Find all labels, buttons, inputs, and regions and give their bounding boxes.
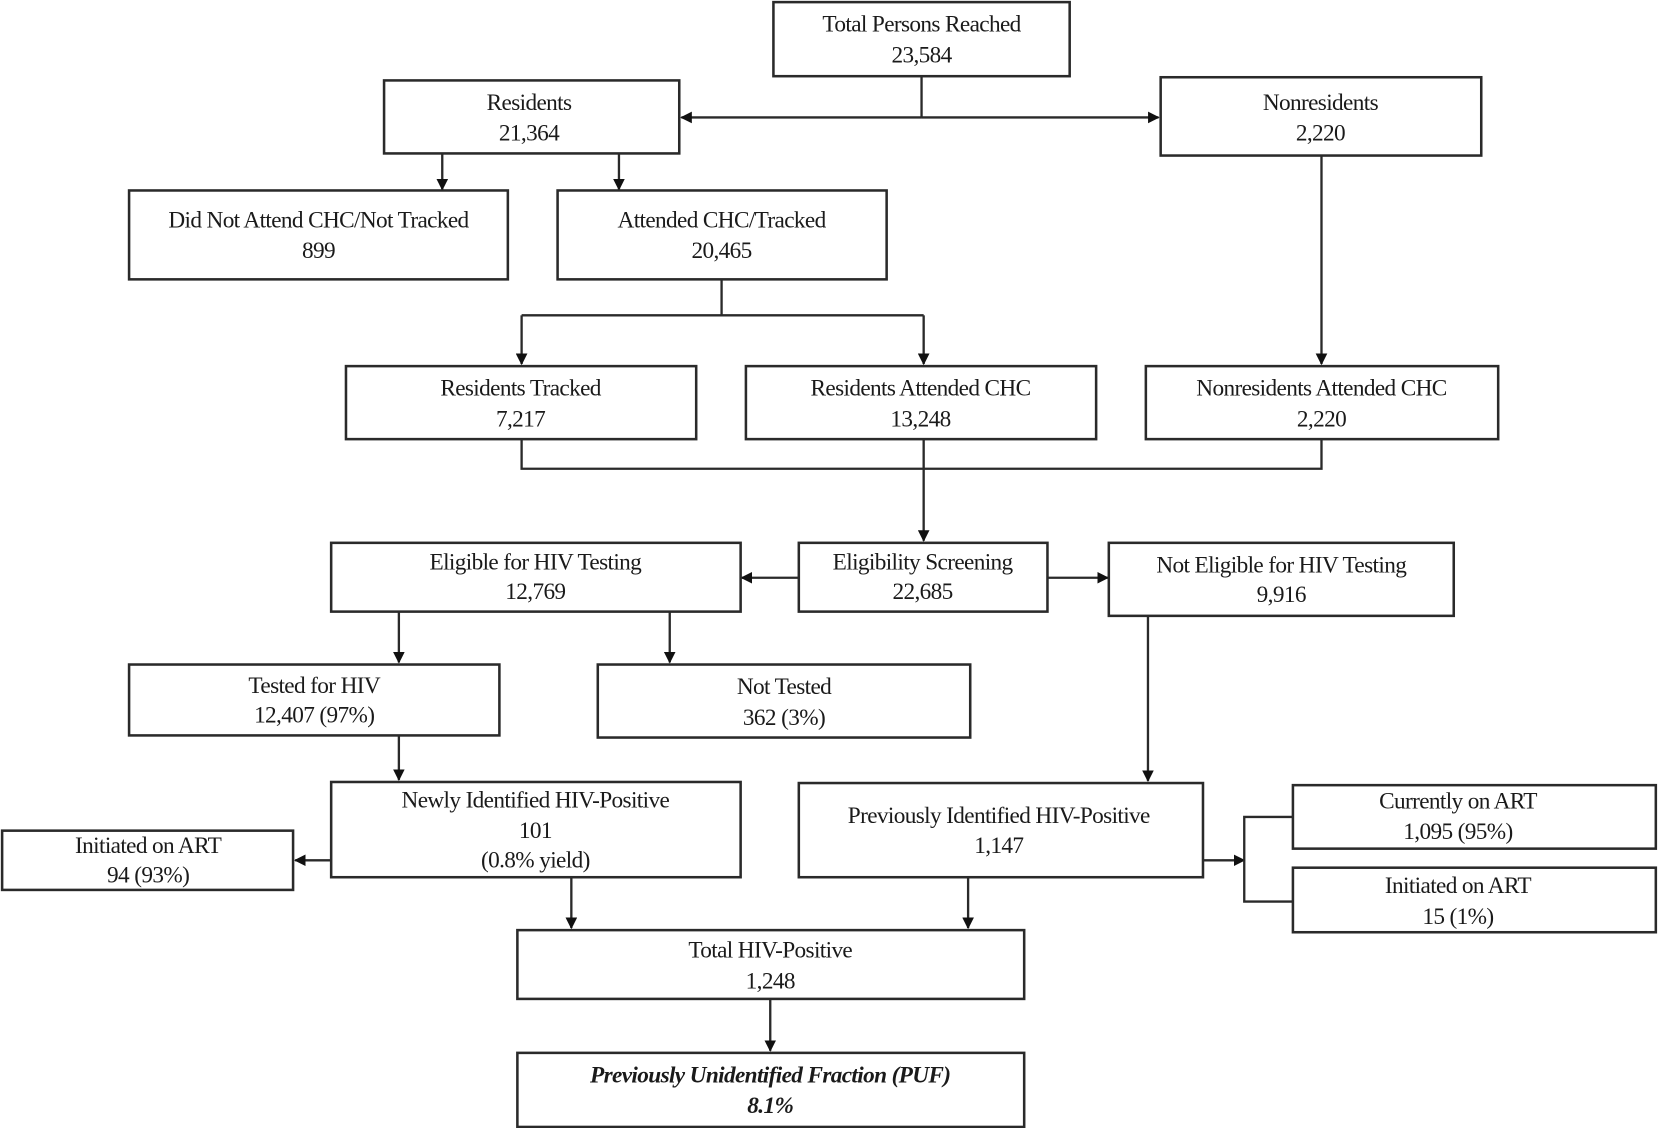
node-value: 22,685 xyxy=(893,579,953,605)
node-value: 362 (3%) xyxy=(743,705,825,731)
node-residents-attended: Residents Attended CHC 13,248 xyxy=(744,364,1098,441)
node-value: 101 xyxy=(519,818,552,844)
connector-art-bracket xyxy=(1243,815,1293,903)
node-label: Total HIV-Positive xyxy=(688,938,852,964)
node-newly-positive: Newly Identified HIV-Positive 101 (0.8% … xyxy=(329,780,742,879)
node-value: 1,147 xyxy=(974,833,1023,859)
node-value: 7,217 xyxy=(496,406,545,432)
node-label: Attended CHC/Tracked xyxy=(618,208,827,234)
node-value: 899 xyxy=(302,238,335,264)
node-eligible: Eligible for HIV Testing 12,769 xyxy=(329,541,742,613)
node-value: 20,465 xyxy=(691,238,751,264)
node-value: 9,916 xyxy=(1257,582,1306,608)
node-currently-on-art: Currently on ART 1,095 (95%) xyxy=(1291,783,1658,850)
node-label: Nonresidents xyxy=(1263,90,1379,116)
connectors xyxy=(294,76,1328,1052)
node-value: 8.1% xyxy=(747,1093,793,1119)
node-label: Not Eligible for HIV Testing xyxy=(1156,552,1407,578)
node-label: Previously Unidentified Fraction (PUF) xyxy=(589,1062,950,1088)
node-not-eligible: Not Eligible for HIV Testing 9,916 xyxy=(1107,541,1456,618)
node-not-tested: Not Tested 362 (3%) xyxy=(596,663,972,739)
node-label: Eligibility Screening xyxy=(833,549,1014,575)
node-previously-positive: Previously Identified HIV-Positive 1,147 xyxy=(797,781,1205,879)
node-value: 1,095 (95%) xyxy=(1403,819,1512,845)
node-nonresidents: Nonresidents 2,220 xyxy=(1159,75,1483,157)
node-label: Residents xyxy=(487,90,572,116)
node-nonresidents-attended: Nonresidents Attended CHC 2,220 xyxy=(1144,364,1500,441)
node-value: 15 (1%) xyxy=(1422,904,1493,930)
node-eligibility-screening: Eligibility Screening 22,685 xyxy=(797,541,1049,613)
node-value: 23,584 xyxy=(891,42,952,68)
node-label: Tested for HIV xyxy=(248,673,380,699)
node-label: Previously Identified HIV-Positive xyxy=(848,803,1150,829)
node-prev-initiated-art: Initiated on ART 15 (1%) xyxy=(1291,866,1658,934)
node-label: Residents Attended CHC xyxy=(811,376,1031,402)
node-value: 13,248 xyxy=(890,406,950,432)
node-label: Residents Tracked xyxy=(440,376,601,402)
node-value: 1,248 xyxy=(746,968,795,994)
node-label: Eligible for HIV Testing xyxy=(430,549,643,575)
node-label: Did Not Attend CHC/Not Tracked xyxy=(168,208,469,234)
node-did-not-attend: Did Not Attend CHC/Not Tracked 899 xyxy=(127,189,510,281)
node-total-positive: Total HIV-Positive 1,248 xyxy=(516,928,1026,1001)
node-total-reached: Total Persons Reached 23,584 xyxy=(772,0,1071,78)
node-label: Nonresidents Attended CHC xyxy=(1196,376,1446,402)
node-label: Currently on ART xyxy=(1379,788,1537,814)
connector-merge xyxy=(520,439,1323,470)
node-label: Newly Identified HIV-Positive xyxy=(402,787,670,813)
node-residents-tracked: Residents Tracked 7,217 xyxy=(344,364,698,441)
node-new-initiated-art: Initiated on ART 94 (93%) xyxy=(0,829,295,892)
node-value: 12,769 xyxy=(505,579,565,605)
node-label: Not Tested xyxy=(737,674,832,700)
node-value: 21,364 xyxy=(499,121,560,147)
node-residents: Residents 21,364 xyxy=(382,79,681,155)
node-label: Initiated on ART xyxy=(75,833,222,859)
node-note: (0.8% yield) xyxy=(481,848,590,874)
node-label: Initiated on ART xyxy=(1385,873,1532,899)
node-value: 94 (93%) xyxy=(107,863,189,889)
node-value: 12,407 (97%) xyxy=(254,703,374,729)
node-attended-tracked: Attended CHC/Tracked 20,465 xyxy=(556,189,888,281)
node-value: 2,220 xyxy=(1297,406,1346,432)
node-puf: Previously Unidentified Fraction (PUF) 8… xyxy=(516,1051,1026,1128)
node-label: Total Persons Reached xyxy=(822,12,1021,38)
node-tested: Tested for HIV 12,407 (97%) xyxy=(127,663,501,737)
node-value: 2,220 xyxy=(1296,121,1345,147)
